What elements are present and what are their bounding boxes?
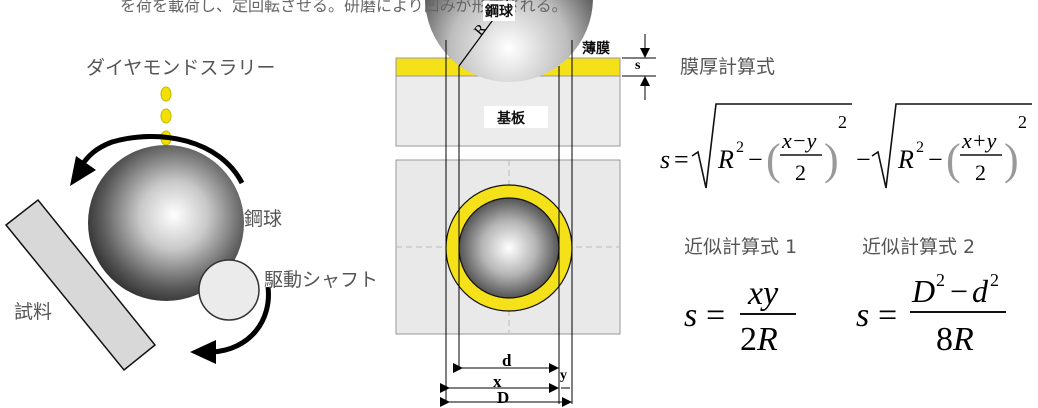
svg-text:2: 2 [838,112,847,132]
thickness-formula: s = R 2 − ( x−y 2 ) 2 − R 2 − ( x+y 2 ) … [660,103,1032,189]
approx2-formula-title: 近似計算式 2 [862,236,976,258]
svg-text:): ) [824,135,839,184]
svg-text:xy: xy [747,275,779,312]
rotation-arrowhead-ball [70,156,96,186]
thin-film-label: 薄膜 [582,41,610,57]
svg-text:−: − [950,273,968,309]
svg-text:2: 2 [1018,112,1027,132]
svg-text:R: R [897,145,914,174]
svg-text:d: d [972,273,989,309]
svg-text:−: − [928,145,943,174]
substrate-label-box [484,106,548,128]
svg-text:(: ( [946,135,961,184]
svg-text:D: D [911,273,935,309]
s-label: s [635,58,641,73]
rotation-arrow-shaft [211,286,271,355]
approx2-formula: s = D 2 − d 2 8R [856,270,1006,358]
svg-text:−: − [748,145,763,174]
svg-text:=: = [878,297,897,334]
svg-text:s: s [684,297,697,334]
x-label: x [493,372,502,391]
drive-shaft [198,259,260,321]
substrate-label: 基板 [497,111,525,127]
svg-text:8R: 8R [936,321,974,358]
approx1-formula-title: 近似計算式 1 [684,236,798,258]
svg-text:s: s [856,297,869,334]
svg-text:(: ( [766,135,781,184]
top-caption: を荷を載荷し、定回転させる。研磨により凹みが形成される。 [120,0,568,15]
slurry-label: ダイヤモンドスラリー [86,57,276,79]
svg-text:2: 2 [916,139,924,156]
svg-text:R: R [717,145,734,174]
rotation-arrowhead-shaft [190,340,216,364]
slurry-drop-2 [160,108,172,124]
svg-text:2: 2 [736,139,744,156]
crater-inner [458,197,560,299]
svg-text:=: = [706,297,725,334]
y-label: y [560,368,567,383]
steel-ball-left [88,145,244,301]
sample-plate [4,198,157,372]
svg-text:s: s [660,145,670,174]
svg-text:): ) [1004,135,1019,184]
steel-ball-top-label: 鋼球 [483,1,515,21]
d-label: d [502,351,512,370]
svg-text:=: = [674,145,689,174]
steel-ball-top [425,0,593,82]
svg-text:2: 2 [990,270,999,290]
approx1-formula: s = xy 2R [684,275,796,358]
thickness-formula-title: 膜厚計算式 [680,56,776,78]
svg-text:−: − [856,145,871,174]
svg-text:x−y: x−y [781,128,817,153]
sample-label: 試料 [14,301,53,323]
rotation-arrow-ball [79,134,245,185]
svg-text:2: 2 [975,160,986,185]
slurry-drop-1 [160,86,172,102]
svg-text:2: 2 [795,160,806,185]
steel-ball-label: 鋼球 [244,208,283,230]
svg-text:2R: 2R [740,321,778,358]
D-label: D [497,388,510,407]
svg-text:2: 2 [936,270,945,290]
svg-text:x+y: x+y [961,128,997,153]
drive-shaft-label: 駆動シャフト [264,269,379,291]
